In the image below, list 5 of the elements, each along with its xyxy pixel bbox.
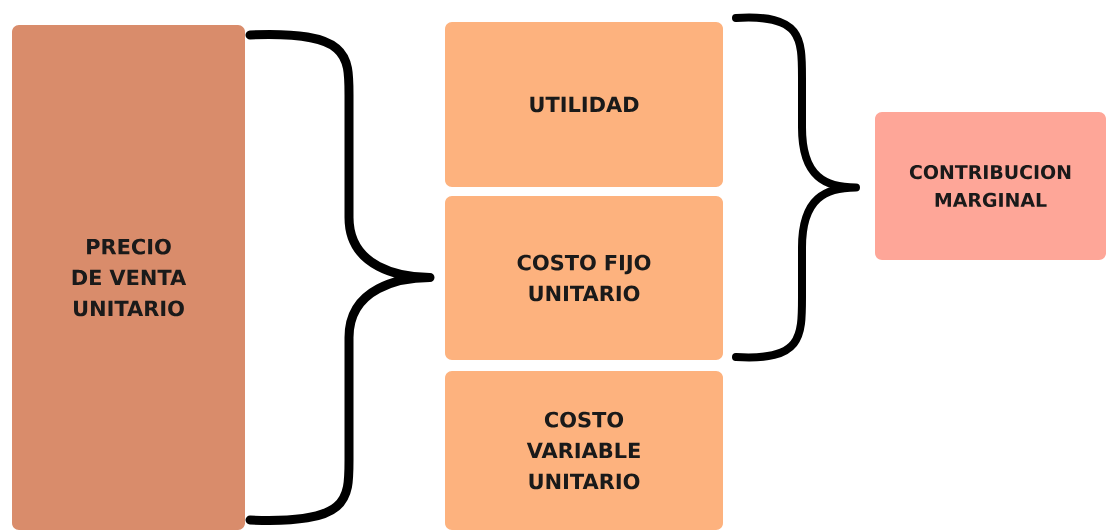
process-box: COSTO FIJO UNITARIO [445,196,723,360]
process-box: CONTRIBUCION MARGINAL [875,112,1106,260]
process-box: PRECIO DE VENTA UNITARIO [12,25,245,530]
process-box: COSTO VARIABLE UNITARIO [445,371,723,530]
process-box: UTILIDAD [445,22,723,187]
